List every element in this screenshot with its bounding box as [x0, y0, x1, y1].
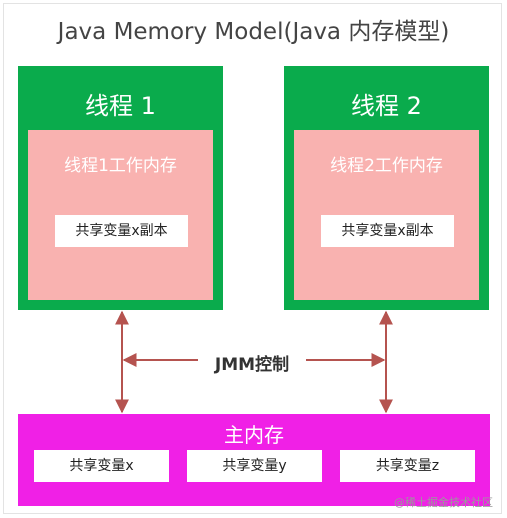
thread-2-label: 线程 2 — [351, 92, 422, 120]
main-memory-label: 主内存 — [224, 423, 284, 447]
thread-1-work-memory: 线程1工作内存 共享变量x副本 — [28, 130, 213, 300]
main-memory-box: 主内存 共享变量x 共享变量y 共享变量z — [18, 414, 490, 506]
thread-1-shared-copy: 共享变量x副本 — [55, 215, 188, 247]
diagram-frame — [3, 3, 502, 514]
shared-var-z: 共享变量z — [340, 450, 475, 482]
thread-1-label: 线程 1 — [85, 92, 156, 120]
thread-2-box: 线程 2 线程2工作内存 共享变量x副本 — [284, 66, 489, 310]
jmm-control-label: JMM控制 — [198, 350, 306, 375]
shared-var-x: 共享变量x — [34, 450, 169, 482]
watermark: @稀土掘金技术社区 — [394, 496, 493, 509]
thread-1-work-memory-label: 线程1工作内存 — [64, 156, 177, 176]
diagram-title: Java Memory Model(Java 内存模型) — [57, 19, 450, 45]
thread-1-box: 线程 1 线程1工作内存 共享变量x副本 — [18, 66, 223, 310]
thread-2-work-memory-label: 线程2工作内存 — [330, 156, 443, 176]
thread-2-work-memory: 线程2工作内存 共享变量x副本 — [294, 130, 479, 300]
shared-var-y: 共享变量y — [187, 450, 322, 482]
thread-2-shared-copy: 共享变量x副本 — [321, 215, 454, 247]
